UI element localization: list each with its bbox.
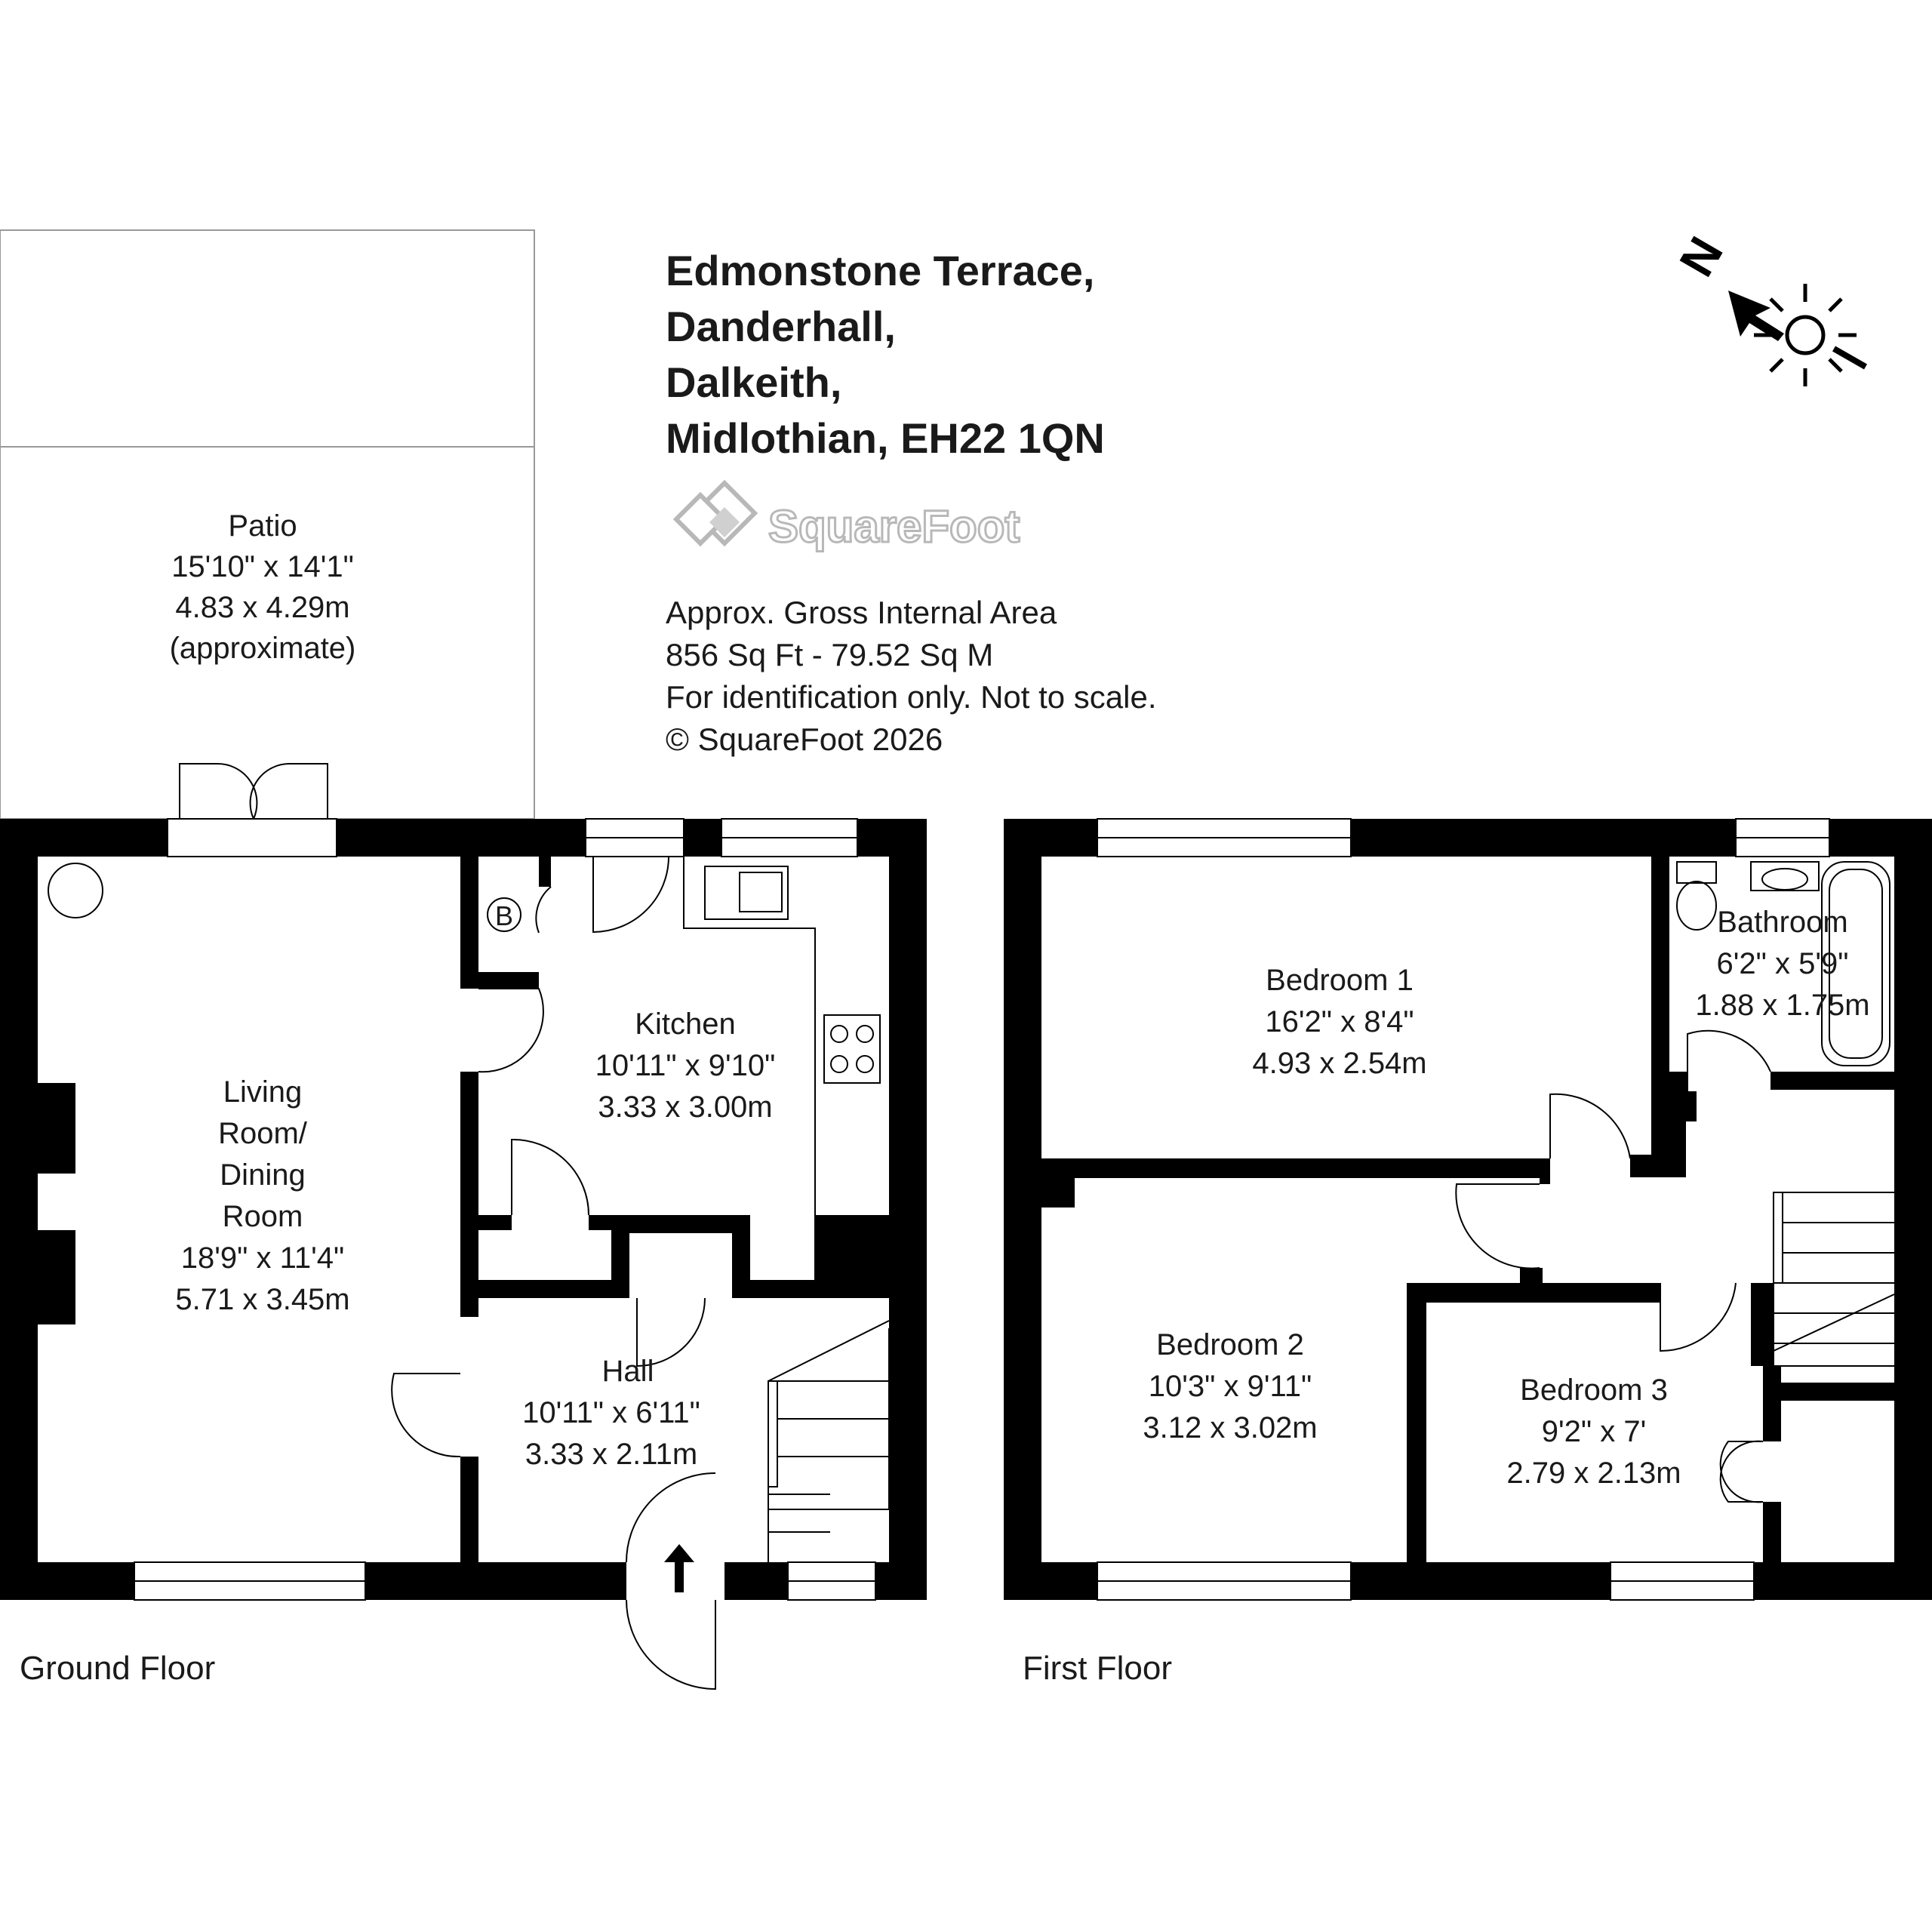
first-floor-label: First Floor [1023,1650,1172,1687]
patio-imperial: 15'10" x 14'1" [171,550,354,583]
logo-text: SquareFoot [768,501,1020,552]
ground-floor-walls [0,819,927,1600]
bathroom-metric: 1.88 x 1.75m [1695,989,1869,1022]
first-floor-walls [1004,819,1932,1600]
info-line-3: For identification only. Not to scale. [666,679,1157,715]
bedroom1-name: Bedroom 1 [1266,964,1414,997]
sun-icon [1754,284,1867,386]
patio-metric: 4.83 x 4.29m [175,591,349,624]
bedroom3-metric: 2.79 x 2.13m [1506,1457,1681,1490]
squarefoot-logo-icon [672,479,758,547]
info-line-1: Approx. Gross Internal Area [666,595,1057,630]
bedroom1-imperial: 16'2" x 8'4" [1265,1005,1414,1038]
hall-imperial: 10'11" x 6'11" [522,1396,700,1429]
address-line-1: Edmonstone Terrace, [666,247,1094,294]
entrance-arrow-icon [664,1544,694,1592]
ground-floor-label: Ground Floor [20,1650,215,1687]
patio-name: Patio [228,509,297,543]
living-name-3: Dining [220,1158,305,1192]
address-line-4: Midlothian, EH22 1QN [666,414,1105,462]
bathroom-name: Bathroom [1717,906,1847,939]
kitchen-imperial: 10'11" x 9'10" [595,1049,776,1082]
boiler-icon [487,897,521,932]
bedroom3-imperial: 9'2" x 7' [1542,1415,1646,1448]
address-line-2: Danderhall, [666,303,896,350]
hall-name: Hall [602,1355,654,1388]
compass-icon: N [1669,228,1784,341]
living-name-1: Living [223,1075,303,1109]
kitchen-name: Kitchen [635,1008,735,1041]
ground-floor-doors [48,762,890,1690]
living-name-4: Room [223,1200,303,1233]
boiler-label: B [495,900,513,931]
kitchen-metric: 3.33 x 3.00m [598,1091,772,1124]
bedroom2-metric: 3.12 x 3.02m [1143,1411,1317,1444]
ground-floor-windows [134,818,876,1601]
info-line-2: 856 Sq Ft - 79.52 Sq M [666,637,993,672]
compass-north-label: N [1669,228,1733,285]
first-floor-windows [1097,818,1830,1601]
bathroom-imperial: 6'2" x 5'9" [1717,947,1849,980]
patio-area [0,229,535,820]
living-name-2: Room/ [218,1117,308,1150]
address-line-3: Dalkeith, [666,358,841,406]
first-floor-doors [1455,861,1895,1503]
living-metric: 5.71 x 3.45m [175,1283,349,1316]
bedroom2-imperial: 10'3" x 9'11" [1149,1370,1312,1403]
bedroom2-name: Bedroom 2 [1156,1328,1304,1361]
info-line-4: © SquareFoot 2026 [666,721,943,757]
living-imperial: 18'9" x 11'4" [181,1241,344,1275]
patio-note: (approximate) [170,632,356,665]
bedroom1-metric: 4.93 x 2.54m [1252,1047,1426,1080]
hall-metric: 3.33 x 2.11m [525,1438,697,1471]
bedroom3-name: Bedroom 3 [1520,1374,1668,1407]
